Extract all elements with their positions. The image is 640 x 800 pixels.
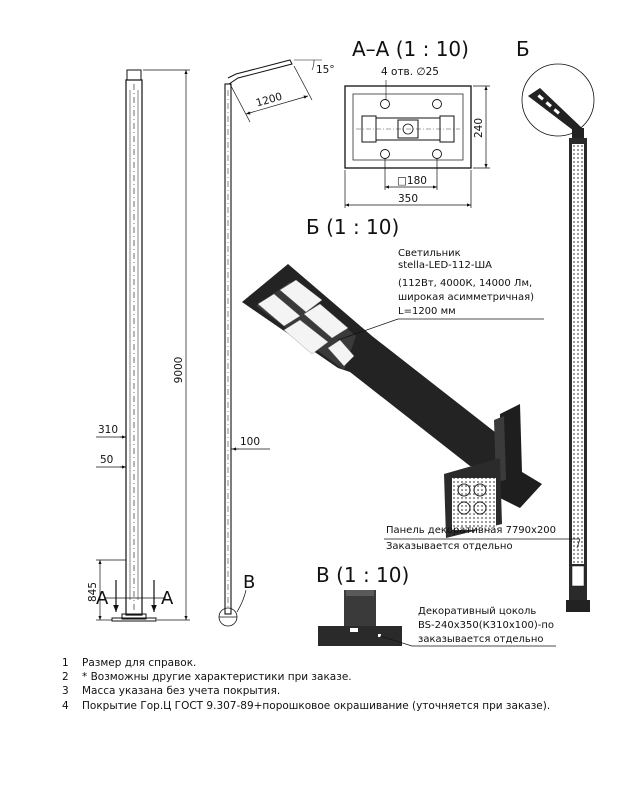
tilt-label: 15° [316,64,335,76]
arm-length-dimension [229,65,313,123]
panel-callout: Панель декоративная 7790х200 Заказываетс… [386,525,559,552]
base-line-1: Декоративный цоколь [418,606,536,617]
note-text: Размер для справок. [82,657,197,669]
note-number: 2 [62,671,69,684]
panel-line-1: Панель декоративная 7790х200 [386,525,556,536]
note-number: 1 [62,657,69,669]
note-text: * Возможны другие характеристики при зак… [82,671,352,684]
section-marker-left: А [96,588,109,609]
luminaire-line-2: stella-LED-112-ША [398,260,492,271]
section-arrows [113,580,157,612]
note-item: 1 Размер для справок. [62,656,550,670]
luminaire-line-5: L=1200 мм [398,306,456,317]
height-dimension [143,69,190,621]
arm-length-label: 1200 [255,91,284,110]
detail-v-title: В (1 : 10) [316,563,409,587]
section-marker-right: А [161,588,174,609]
luminaire-line-3: (112Вт, 4000К, 14000 Лм, [398,278,532,289]
aa-dimensions [344,85,490,208]
base-line-2: BS-240х350(К310х100)-по [418,620,554,631]
detail-b-marker: Б [516,37,530,61]
base-845-dimension [96,559,126,621]
panel-line-2: Заказывается отдельно [386,541,513,552]
note-text: Масса указана без учета покрытия. [82,685,281,698]
note-item: 2 * Возможны другие характеристики при за… [62,670,550,684]
base-drawing [318,590,402,646]
width-100-label: 100 [240,436,260,448]
dim-square-label: □180 [397,175,427,187]
luminaire-leader [337,318,544,341]
front-view-pole [104,69,166,622]
note-text: Покрытие Гор.Ц ГОСТ 9.307-89+порошковое … [82,699,551,712]
notes-list: 1 Размер для справок. 2 * Возможны другие … [62,656,550,713]
width-310-label: 310 [98,424,118,436]
panel-leader [384,538,581,549]
note-number: 4 [62,699,69,712]
section-aa-plate [344,85,472,169]
base-line-3: заказывается отдельно [418,634,543,645]
base-leader [379,635,556,647]
dim-height-label: 240 [473,118,485,138]
width-50-label: 50 [100,454,113,466]
note-number: 3 [62,685,69,698]
side-view-pole [218,59,322,627]
base-callout: Декоративный цоколь BS-240х350(К310х100)… [418,606,557,645]
right-pole [521,63,595,612]
detail-b-title: Б (1 : 10) [306,215,399,239]
dim-width-label: 350 [398,193,418,205]
luminaire-line-4: широкая асимметричная) [398,292,534,303]
note-item: 4 Покрытие Гор.Ц ГОСТ 9.307-89+порошковое… [62,699,550,713]
holes-label: 4 отв. ∅25 [381,66,439,78]
luminaire-line-1: Светильник [398,248,461,259]
note-item: 3 Масса указана без учета покрытия. [62,684,550,698]
base-845-label: 845 [87,582,99,602]
height-dim-label: 9000 [173,357,185,384]
luminaire-drawing [242,264,542,538]
luminaire-callout: Светильник stella-LED-112-ША (112Вт, 400… [398,248,537,317]
section-aa-title: А–А (1 : 10) [352,37,469,61]
view-marker-v: В [243,572,255,593]
